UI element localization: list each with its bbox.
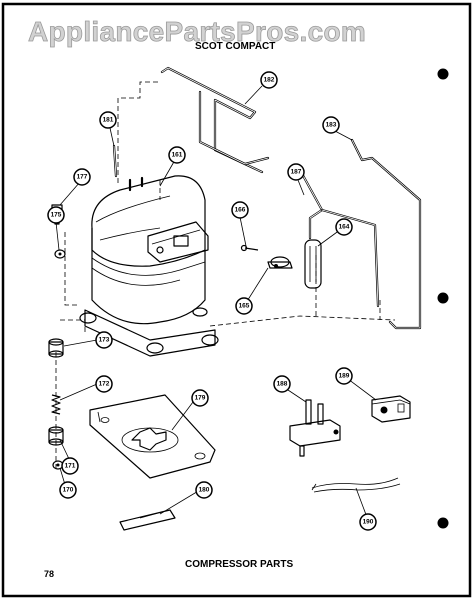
- svg-text:179: 179: [195, 395, 206, 402]
- binder-hole-bottom: [437, 517, 449, 529]
- insulation-strip-180: [119, 509, 176, 531]
- callout-181: 181: [99, 111, 117, 129]
- svg-text:182: 182: [264, 77, 275, 84]
- discharge-tube-183: [350, 138, 422, 330]
- binder-hole-top: [437, 68, 449, 80]
- svg-text:173: 173: [99, 337, 110, 344]
- callout-161: 161: [168, 146, 186, 164]
- page-number: 78: [44, 569, 54, 579]
- callout-172: 172: [95, 375, 113, 393]
- diagram-title: SCOT COMPACT: [195, 41, 275, 52]
- callout-189: 189: [335, 367, 353, 385]
- nut-175: [54, 249, 66, 259]
- svg-text:166: 166: [235, 207, 246, 214]
- callout-177: 177: [73, 168, 91, 186]
- callout-166: 166: [231, 201, 249, 219]
- callout-165: 165: [235, 297, 253, 315]
- callout-188: 188: [273, 375, 291, 393]
- callout-182: 182: [260, 71, 278, 89]
- svg-text:190: 190: [363, 519, 374, 526]
- svg-text:189: 189: [339, 373, 350, 380]
- grommet-173: [48, 338, 64, 358]
- callout-164: 164: [335, 218, 353, 236]
- callout-180: 180: [195, 481, 213, 499]
- spring-172: [51, 394, 61, 415]
- drier-164: [304, 239, 322, 289]
- suction-tube-187: [298, 168, 380, 308]
- svg-text:161: 161: [172, 152, 183, 159]
- wire-harness-190: [311, 477, 401, 493]
- compressor-161: [79, 175, 219, 357]
- callout-173: 173: [95, 331, 113, 349]
- callout-179: 179: [191, 389, 209, 407]
- svg-text:175: 175: [51, 212, 62, 219]
- terminal-block-189: [371, 395, 411, 423]
- svg-text:170: 170: [63, 487, 74, 494]
- svg-text:187: 187: [291, 169, 302, 176]
- relay-188: [289, 399, 341, 457]
- callout-171: 171: [61, 457, 79, 475]
- diagram-caption: COMPRESSOR PARTS: [185, 559, 293, 570]
- grommet-171: [48, 426, 64, 446]
- svg-text:164: 164: [339, 224, 350, 231]
- svg-text:181: 181: [103, 117, 114, 124]
- assembly-dashed-lines: [55, 81, 396, 470]
- svg-text:172: 172: [99, 381, 110, 388]
- watermark: AppliancePartsPros.com: [28, 16, 366, 47]
- svg-text:177: 177: [77, 174, 88, 181]
- callout-183: 183: [322, 116, 340, 134]
- process-tube-181: [112, 144, 118, 178]
- clamp-165: [267, 256, 293, 269]
- callout-190: 190: [359, 513, 377, 531]
- callout-175: 175: [47, 206, 65, 224]
- callout-187: 187: [287, 163, 305, 181]
- svg-text:165: 165: [239, 303, 250, 310]
- svg-text:171: 171: [65, 463, 76, 470]
- callout-170: 170: [59, 481, 77, 499]
- svg-text:180: 180: [199, 487, 210, 494]
- tube-bracket-182: [160, 66, 270, 174]
- mounting-plate-179: [89, 394, 216, 479]
- screw-166: [240, 244, 259, 252]
- binder-hole-middle: [437, 292, 449, 304]
- svg-text:183: 183: [326, 122, 337, 129]
- svg-text:188: 188: [277, 381, 288, 388]
